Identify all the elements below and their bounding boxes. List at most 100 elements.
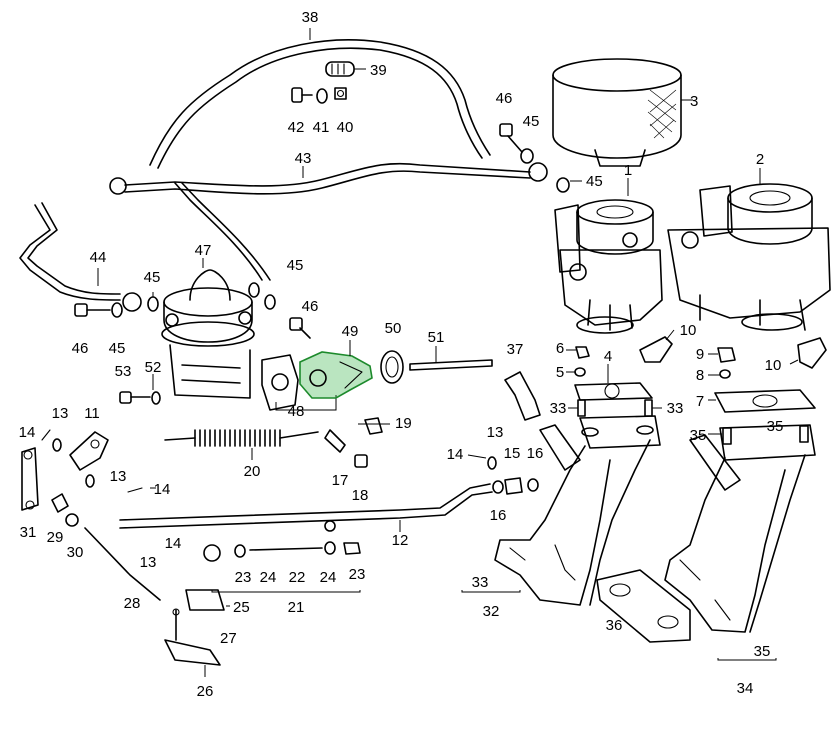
label-35-b: 35 <box>767 418 784 435</box>
label-48: 48 <box>288 403 305 420</box>
label-28: 28 <box>124 595 141 612</box>
label-10-right: 10 <box>765 357 782 374</box>
washer-52 <box>151 374 161 405</box>
label-24-a: 24 <box>260 569 277 586</box>
fuel-line-38 <box>149 28 491 169</box>
joint-29 <box>51 493 69 513</box>
washer-41 <box>316 88 328 104</box>
label-38: 38 <box>302 9 319 26</box>
label-45-top: 45 <box>523 113 540 130</box>
label-37: 37 <box>507 341 524 358</box>
callout-labels: 38 39 40 41 42 43 46 45 45 3 1 2 44 47 4… <box>19 9 784 700</box>
label-40: 40 <box>337 119 354 136</box>
fuel-pump-47 <box>161 258 255 399</box>
label-14-c: 14 <box>447 446 464 463</box>
linkage-rod-12 <box>119 483 493 532</box>
label-14-b: 14 <box>154 481 171 498</box>
label-22: 22 <box>289 569 306 586</box>
label-25: 25 <box>233 599 250 616</box>
gasket-36 <box>596 569 691 643</box>
push-rod-51 <box>409 346 493 371</box>
label-13-c: 13 <box>487 424 504 441</box>
label-4: 4 <box>604 348 612 365</box>
gasket-7 <box>714 389 816 413</box>
label-32: 32 <box>483 603 500 620</box>
label-50: 50 <box>385 320 402 337</box>
leader-lines <box>150 329 799 607</box>
studs-35 <box>722 425 809 445</box>
label-6-left: 6 <box>556 340 564 357</box>
carburetor-1 <box>554 178 663 334</box>
label-31: 31 <box>20 524 37 541</box>
label-44: 44 <box>90 249 107 266</box>
o-ring-50 <box>380 350 404 384</box>
screw-17 <box>324 429 346 453</box>
clip-39 <box>325 61 366 77</box>
label-15: 15 <box>504 445 521 462</box>
clip-15 <box>504 477 523 495</box>
label-24-b: 24 <box>320 569 337 586</box>
label-29: 29 <box>47 529 64 546</box>
label-17: 17 <box>332 472 349 489</box>
label-46-top: 46 <box>496 90 513 107</box>
label-18: 18 <box>352 487 369 504</box>
label-3: 3 <box>690 93 698 110</box>
lever-26 <box>164 639 221 677</box>
lever-10-left <box>639 336 673 363</box>
gasket-4 <box>574 382 653 401</box>
bolt-46-pump <box>289 317 311 339</box>
carburetor-2 <box>667 168 831 331</box>
manifold-34 <box>664 424 816 661</box>
label-1: 1 <box>624 162 632 179</box>
label-43: 43 <box>295 150 312 167</box>
washer-45-pump <box>248 282 276 310</box>
intermediate-flange-49-highlighted[interactable] <box>299 340 373 399</box>
label-33-c: 33 <box>472 574 489 591</box>
label-41: 41 <box>313 119 330 136</box>
label-23-a: 23 <box>235 569 252 586</box>
label-42: 42 <box>288 119 305 136</box>
label-52: 52 <box>145 359 162 376</box>
pin-27 <box>172 608 180 641</box>
gasket-48 <box>261 354 337 411</box>
nut-6-left <box>575 346 590 359</box>
elbow-37 <box>504 371 541 421</box>
nut-40 <box>334 87 347 100</box>
manifold-32 <box>461 415 661 606</box>
washer-45-top <box>520 148 534 164</box>
lever-11 <box>69 431 109 471</box>
bolt-42 <box>291 87 313 103</box>
label-10-left: 10 <box>680 322 697 339</box>
label-36: 36 <box>606 617 623 634</box>
label-23-b: 23 <box>349 566 366 583</box>
label-16-a: 16 <box>527 445 544 462</box>
label-26: 26 <box>197 683 214 700</box>
label-53: 53 <box>115 363 132 380</box>
label-46-pump: 46 <box>302 298 319 315</box>
label-5-left: 5 <box>556 364 564 381</box>
label-45-pump: 45 <box>287 257 304 274</box>
label-51: 51 <box>428 329 445 346</box>
label-13-a: 13 <box>52 405 69 422</box>
label-27: 27 <box>220 630 237 647</box>
filter-mesh <box>647 89 677 139</box>
washer-5-left <box>574 367 586 377</box>
lever-25 <box>185 589 225 611</box>
bolt-18 <box>354 454 368 468</box>
label-45-left: 45 <box>144 269 161 286</box>
washer-8 <box>719 369 731 379</box>
rod-assembly-21 <box>203 541 361 593</box>
spring-20 <box>164 429 319 460</box>
label-39: 39 <box>370 62 387 79</box>
label-34: 34 <box>737 680 754 697</box>
label-20: 20 <box>244 463 261 480</box>
label-33-b: 33 <box>667 400 684 417</box>
label-33-a: 33 <box>550 400 567 417</box>
nipple-19 <box>364 417 383 435</box>
label-13-d: 13 <box>140 554 157 571</box>
washer-45-left <box>147 292 159 312</box>
nut-9 <box>717 347 736 363</box>
bolt-46-top <box>499 123 523 153</box>
label-14-d: 14 <box>165 535 182 552</box>
